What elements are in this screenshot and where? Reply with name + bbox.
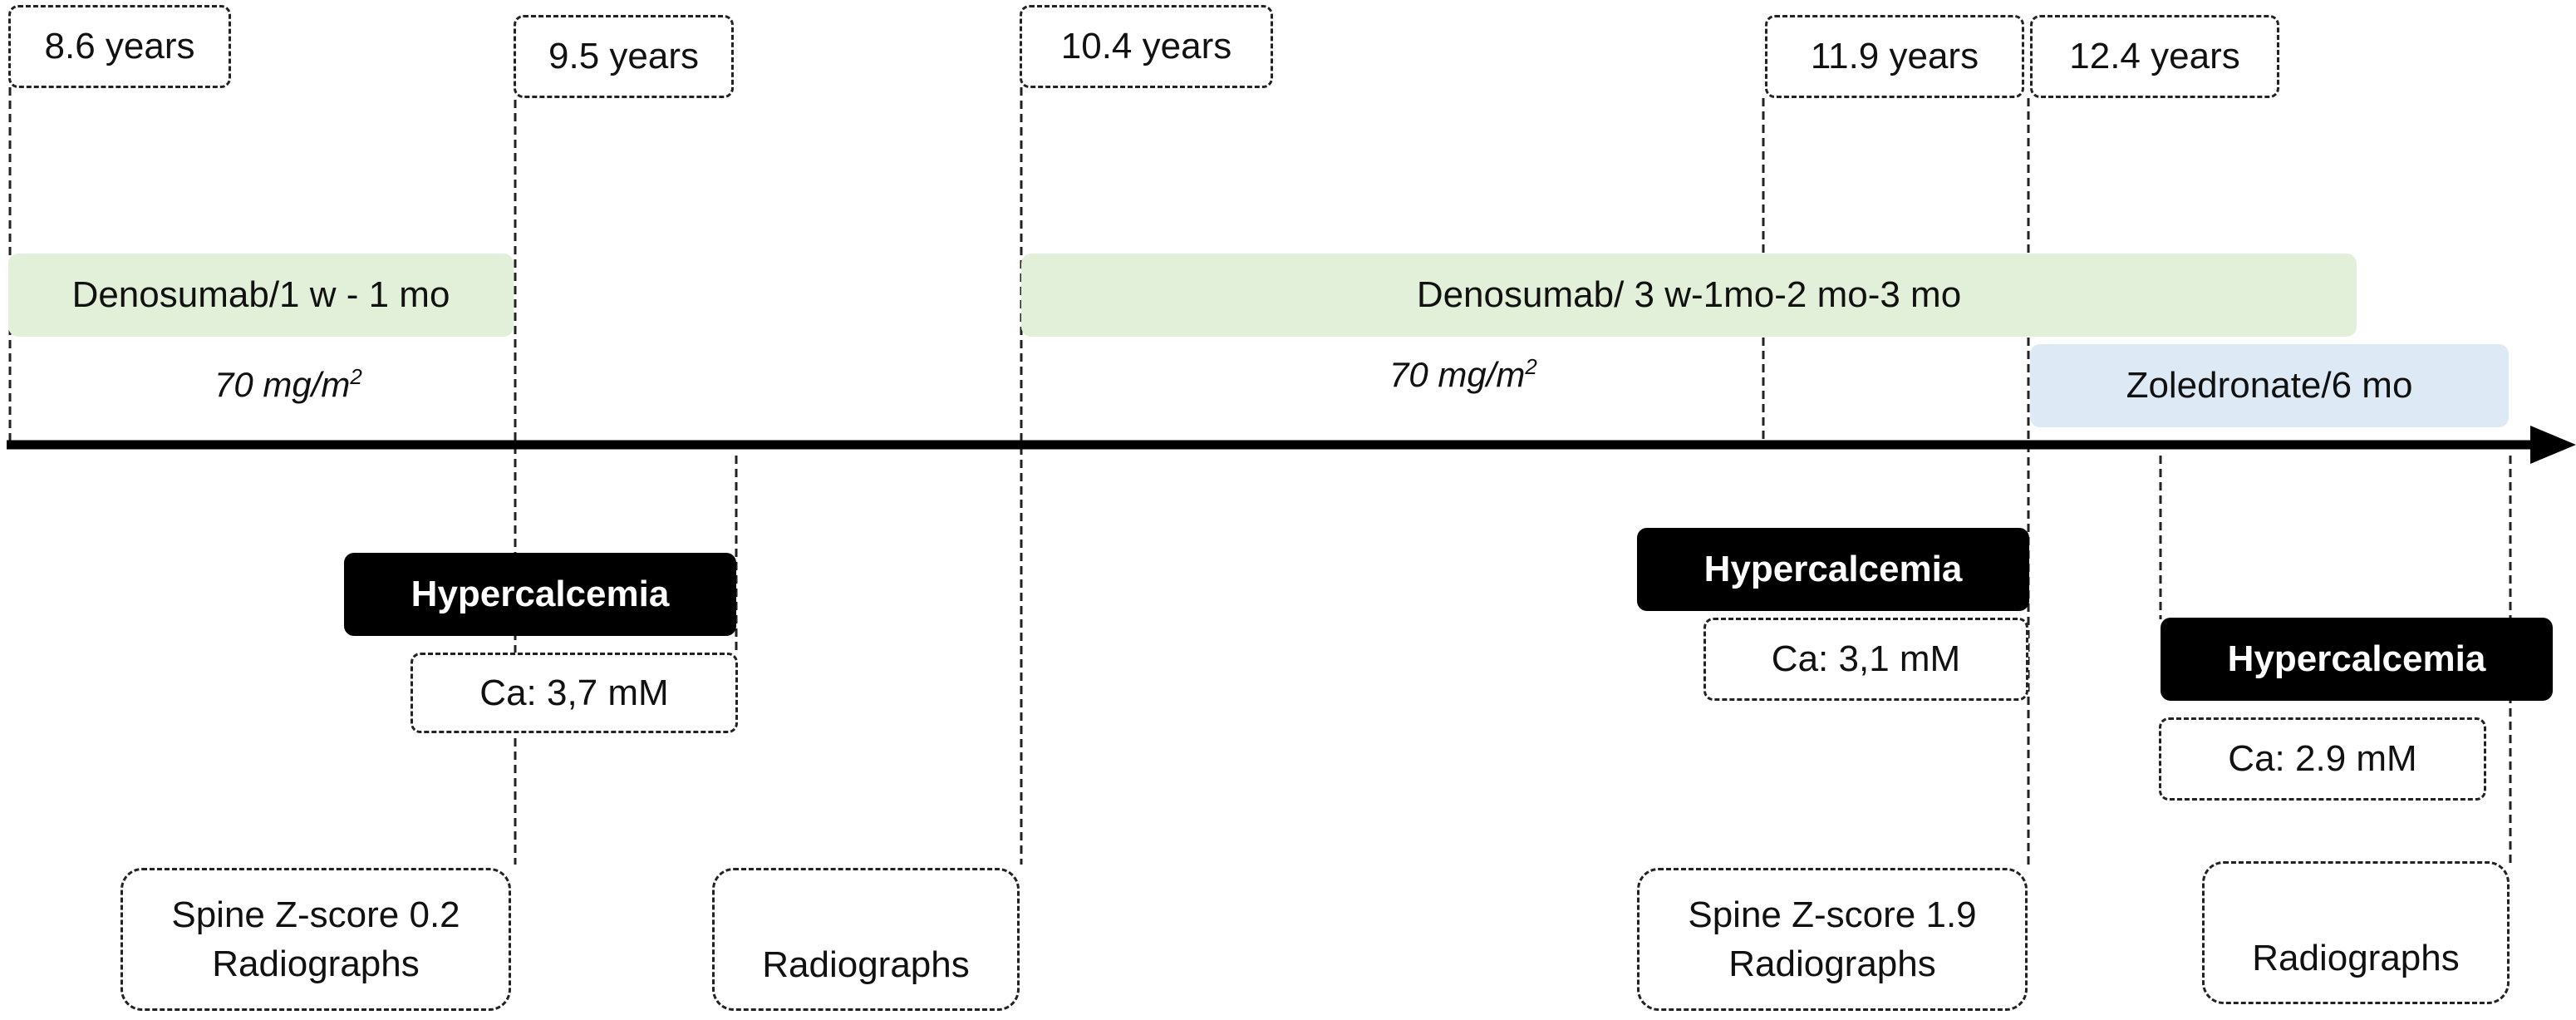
dose-exponent-first: 2 [350,364,362,389]
age-text-1: 8.6 years [44,26,195,67]
assessment-note-2-line-1: Radiographs [762,944,970,986]
zoledronate-label: Zoledronate/6 mo [2126,365,2413,406]
hypercalcemia-badge-3: Hypercalcemia [2161,618,2553,701]
calcium-level-1: Ca: 3,7 mM [410,653,738,733]
denosumab-first-label: Denosumab/1 w - 1 mo [71,274,450,315]
dose-label-second: 70 mg/m2 [1389,354,1537,395]
age-label-5: 12.4 years [2030,15,2279,98]
hypercalcemia-text-3: Hypercalcemia [2227,638,2486,679]
age-label-4: 11.9 years [1765,15,2024,98]
dose-exponent-second: 2 [1525,354,1537,379]
timeline-arrow-head [2530,426,2576,464]
age-label-3: 10.4 years [1020,5,1273,88]
age-label-2: 9.5 years [514,15,734,98]
hypercalcemia-text-2: Hypercalcemia [1703,549,1963,589]
hypercalcemia-text-1: Hypercalcemia [410,574,670,614]
dose-text-first: 70 mg/m [214,365,351,404]
assessment-note-2: Radiographs [712,868,1020,1011]
calcium-text-3: Ca: 2.9 mM [2228,738,2417,779]
assessment-note-4: Radiographs [2202,861,2510,1004]
zoledronate-bar: Zoledronate/6 mo [2030,344,2509,427]
assessment-note-3-line-2: Radiographs [1728,944,1936,984]
hypercalcemia-badge-1: Hypercalcemia [344,553,736,636]
calcium-text-2: Ca: 3,1 mM [1771,638,1961,679]
dose-label-first: 70 mg/m2 [214,364,362,405]
calcium-level-2: Ca: 3,1 mM [1703,618,2028,701]
age-text-3: 10.4 years [1060,26,1232,67]
age-text-2: 9.5 years [548,36,699,76]
dose-text-second: 70 mg/m [1389,355,1526,394]
assessment-note-4-line-1: Radiographs [2252,938,2460,979]
denosumab-second-label: Denosumab/ 3 w-1mo-2 mo-3 mo [1416,274,1962,315]
assessment-note-1-line-1: Spine Z-score 0.2 [171,894,460,935]
age-label-1: 8.6 years [8,5,231,88]
assessment-note-3-line-1: Spine Z-score 1.9 [1688,894,1977,935]
age-text-5: 12.4 years [2069,36,2240,76]
assessment-note-3: Spine Z-score 1.9 Radiographs [1637,868,2028,1011]
calcium-text-1: Ca: 3,7 mM [479,672,669,713]
hypercalcemia-badge-2: Hypercalcemia [1637,528,2029,611]
denosumab-first-course-bar: Denosumab/1 w - 1 mo [8,254,514,337]
assessment-note-1: Spine Z-score 0.2 Radiographs [120,868,511,1011]
calcium-level-3: Ca: 2.9 mM [2159,717,2486,801]
denosumab-second-course-bar: Denosumab/ 3 w-1mo-2 mo-3 mo [1021,254,2357,337]
age-text-4: 11.9 years [1810,36,1979,76]
assessment-note-1-line-2: Radiographs [212,944,420,984]
